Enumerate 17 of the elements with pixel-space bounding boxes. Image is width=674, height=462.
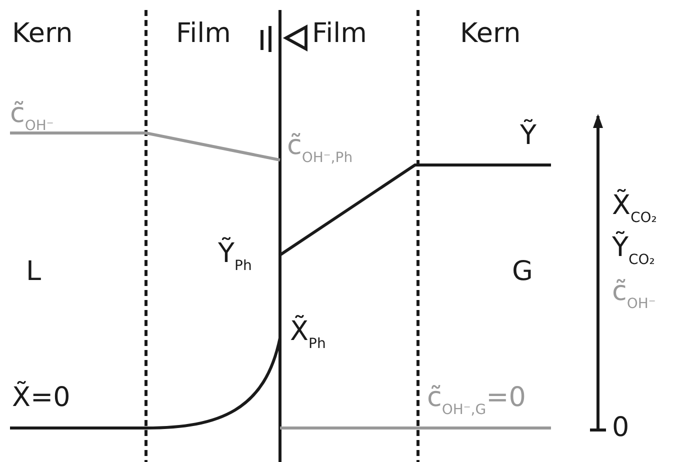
- region-label: Kern: [460, 18, 521, 50]
- concentration-label: c̃$_{OH⁻,Ph}$: [287, 130, 353, 168]
- phase-label: L: [26, 256, 42, 288]
- concentration-label: c̃$_{OH⁻,G}$=0: [427, 382, 526, 420]
- concentration-label: Ỹ$_{Ph}$: [218, 238, 252, 276]
- axis-label: X̃$_{CO₂}$: [612, 190, 657, 228]
- region-label: Film: [176, 18, 231, 50]
- axis-label: c̃$_{OH⁻}$: [612, 276, 656, 314]
- concentration-label: X̃=0: [12, 382, 70, 414]
- concentration-label: Ỹ: [520, 120, 536, 152]
- region-label: Film: [312, 18, 367, 50]
- region-label: Kern: [12, 18, 73, 50]
- concentration-label: X̃$_{Ph}$: [290, 316, 326, 354]
- axis-label: Ỹ$_{CO₂}$: [612, 232, 655, 270]
- phase-label: G: [512, 256, 533, 288]
- concentration-label: c̃$_{OH⁻}$: [10, 98, 54, 136]
- axis-tick-label: 0: [612, 412, 630, 444]
